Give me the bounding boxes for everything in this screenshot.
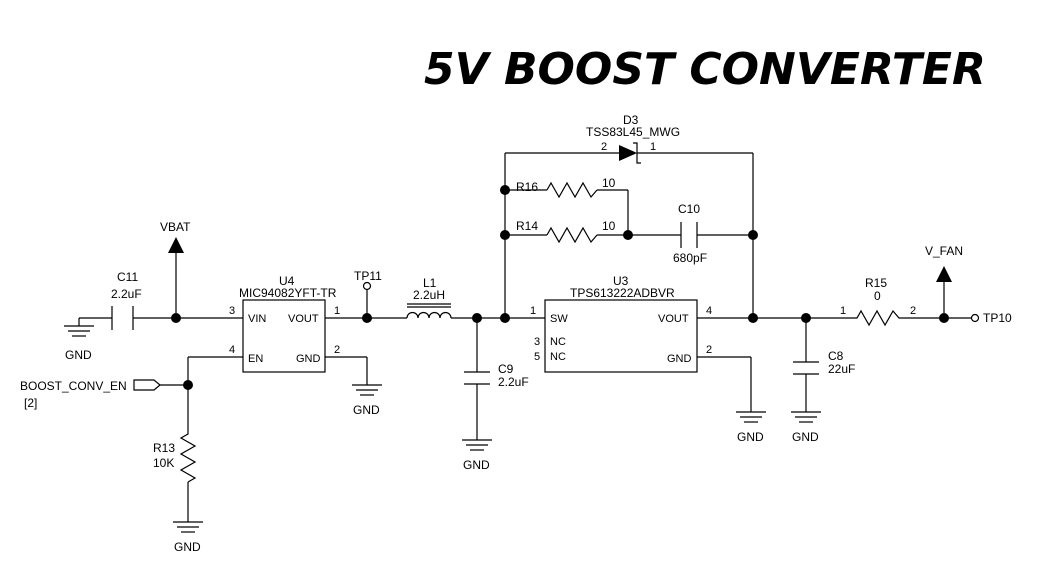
u4-pin-num-1: 1 (334, 305, 340, 317)
tp10-label: TP10 (983, 311, 1012, 325)
u3-pin-nc-5: NC (550, 351, 566, 363)
u4-pin-gnd: GND (296, 353, 321, 365)
vbat-label: VBAT (160, 220, 191, 234)
c11-capacitor (111, 306, 134, 330)
c10-value: 680pF (673, 251, 707, 265)
r14-ref: R14 (516, 219, 538, 233)
u3-pin-vout: VOUT (658, 313, 689, 325)
d3-ref: D3 (623, 113, 639, 127)
l1-inductor (406, 303, 452, 319)
u4-body (242, 299, 326, 373)
r13-resistor (179, 430, 197, 483)
c11-ref: C11 (117, 270, 138, 284)
l1-ref: L1 (423, 276, 437, 290)
u3-pin-nc-3: NC (550, 336, 566, 348)
r14-resistor (546, 226, 598, 244)
c11-value: 2.2uF (111, 287, 142, 301)
r13-value: 10K (153, 456, 174, 470)
u4-pin-en: EN (248, 353, 263, 365)
r16-ref: R16 (516, 180, 538, 194)
u4-pin-num-4: 4 (229, 344, 235, 356)
r15-resistor (847, 309, 905, 327)
gnd-label-u4: GND (353, 403, 380, 417)
d3-schottky-diode (619, 142, 641, 164)
gnd-symbol-u3 (736, 411, 766, 423)
u4-pin-vout: VOUT (288, 313, 319, 325)
r15-value: 0 (874, 289, 881, 303)
gnd-symbol-c9 (462, 439, 492, 451)
r15-pin-1: 1 (840, 305, 846, 317)
junctions (171, 185, 949, 390)
u3-pin-num-5: 5 (534, 351, 540, 363)
r13-ref: R13 (153, 441, 175, 455)
tp11-label: TP11 (354, 269, 382, 283)
d3-pin-2: 2 (601, 141, 607, 153)
u3-part: TPS613222ADBVR (570, 286, 675, 300)
gnd-label-u3: GND (737, 430, 764, 444)
gnd-label-c11: GND (65, 348, 92, 362)
u4-pin-num-2: 2 (334, 344, 340, 356)
gnd-label-r13: GND (174, 540, 201, 554)
u4-pin-vin: VIN (248, 313, 266, 325)
boost-en-sheet-ref: [2] (24, 396, 37, 410)
r16-resistor (546, 181, 598, 199)
r15-pin-2: 2 (910, 305, 916, 317)
u3-pin-num-1: 1 (530, 305, 536, 317)
u3-ref: U3 (613, 274, 629, 288)
u3-body (544, 299, 698, 373)
v-fan-arrow-icon (936, 266, 952, 282)
gnd-label-c8: GND (792, 430, 819, 444)
c8-value: 22uF (828, 362, 855, 376)
v-fan-label: V_FAN (925, 244, 963, 258)
vbat-arrow-icon (168, 237, 184, 253)
boost-en-label: BOOST_CONV_EN (20, 379, 127, 393)
u4-part: MIC94082YFT-TR (239, 286, 337, 300)
r15-ref: R15 (865, 276, 887, 290)
c9-ref: C9 (498, 362, 514, 376)
u3-pin-num-4: 4 (706, 305, 712, 317)
u4-ref: U4 (279, 274, 295, 288)
tp11-testpoint-icon (362, 281, 372, 291)
boost-en-port-icon (133, 379, 161, 391)
u4-pin-num-3: 3 (229, 305, 235, 317)
c10-ref: C10 (678, 202, 700, 216)
d3-pin-1: 1 (650, 141, 656, 153)
page-title: 5V BOOST CONVERTER (424, 44, 986, 95)
u3-pin-num-2: 2 (706, 344, 712, 356)
u3-pin-num-3: 3 (534, 336, 540, 348)
u3-pin-sw: SW (550, 313, 568, 325)
r14-value: 10 (602, 219, 616, 233)
main-wires (78, 152, 972, 522)
gnd-symbol-r13 (173, 521, 203, 533)
r16-value: 10 (602, 176, 616, 190)
c9-value: 2.2uF (498, 375, 529, 389)
c8-capacitor (793, 361, 819, 375)
l1-value: 2.2uH (413, 288, 445, 302)
gnd-label-c9: GND (463, 458, 490, 472)
gnd-symbol-c8 (791, 411, 821, 423)
c8-ref: C8 (828, 349, 844, 363)
c10-capacitor (680, 222, 698, 248)
d3-part: TSS83L45_MWG (586, 125, 680, 139)
gnd-symbol-c11 (64, 325, 94, 337)
tp10-testpoint-icon (970, 313, 980, 323)
u3-pin-gnd: GND (667, 353, 692, 365)
gnd-symbol-u4 (352, 384, 382, 396)
c9-capacitor (464, 371, 490, 385)
